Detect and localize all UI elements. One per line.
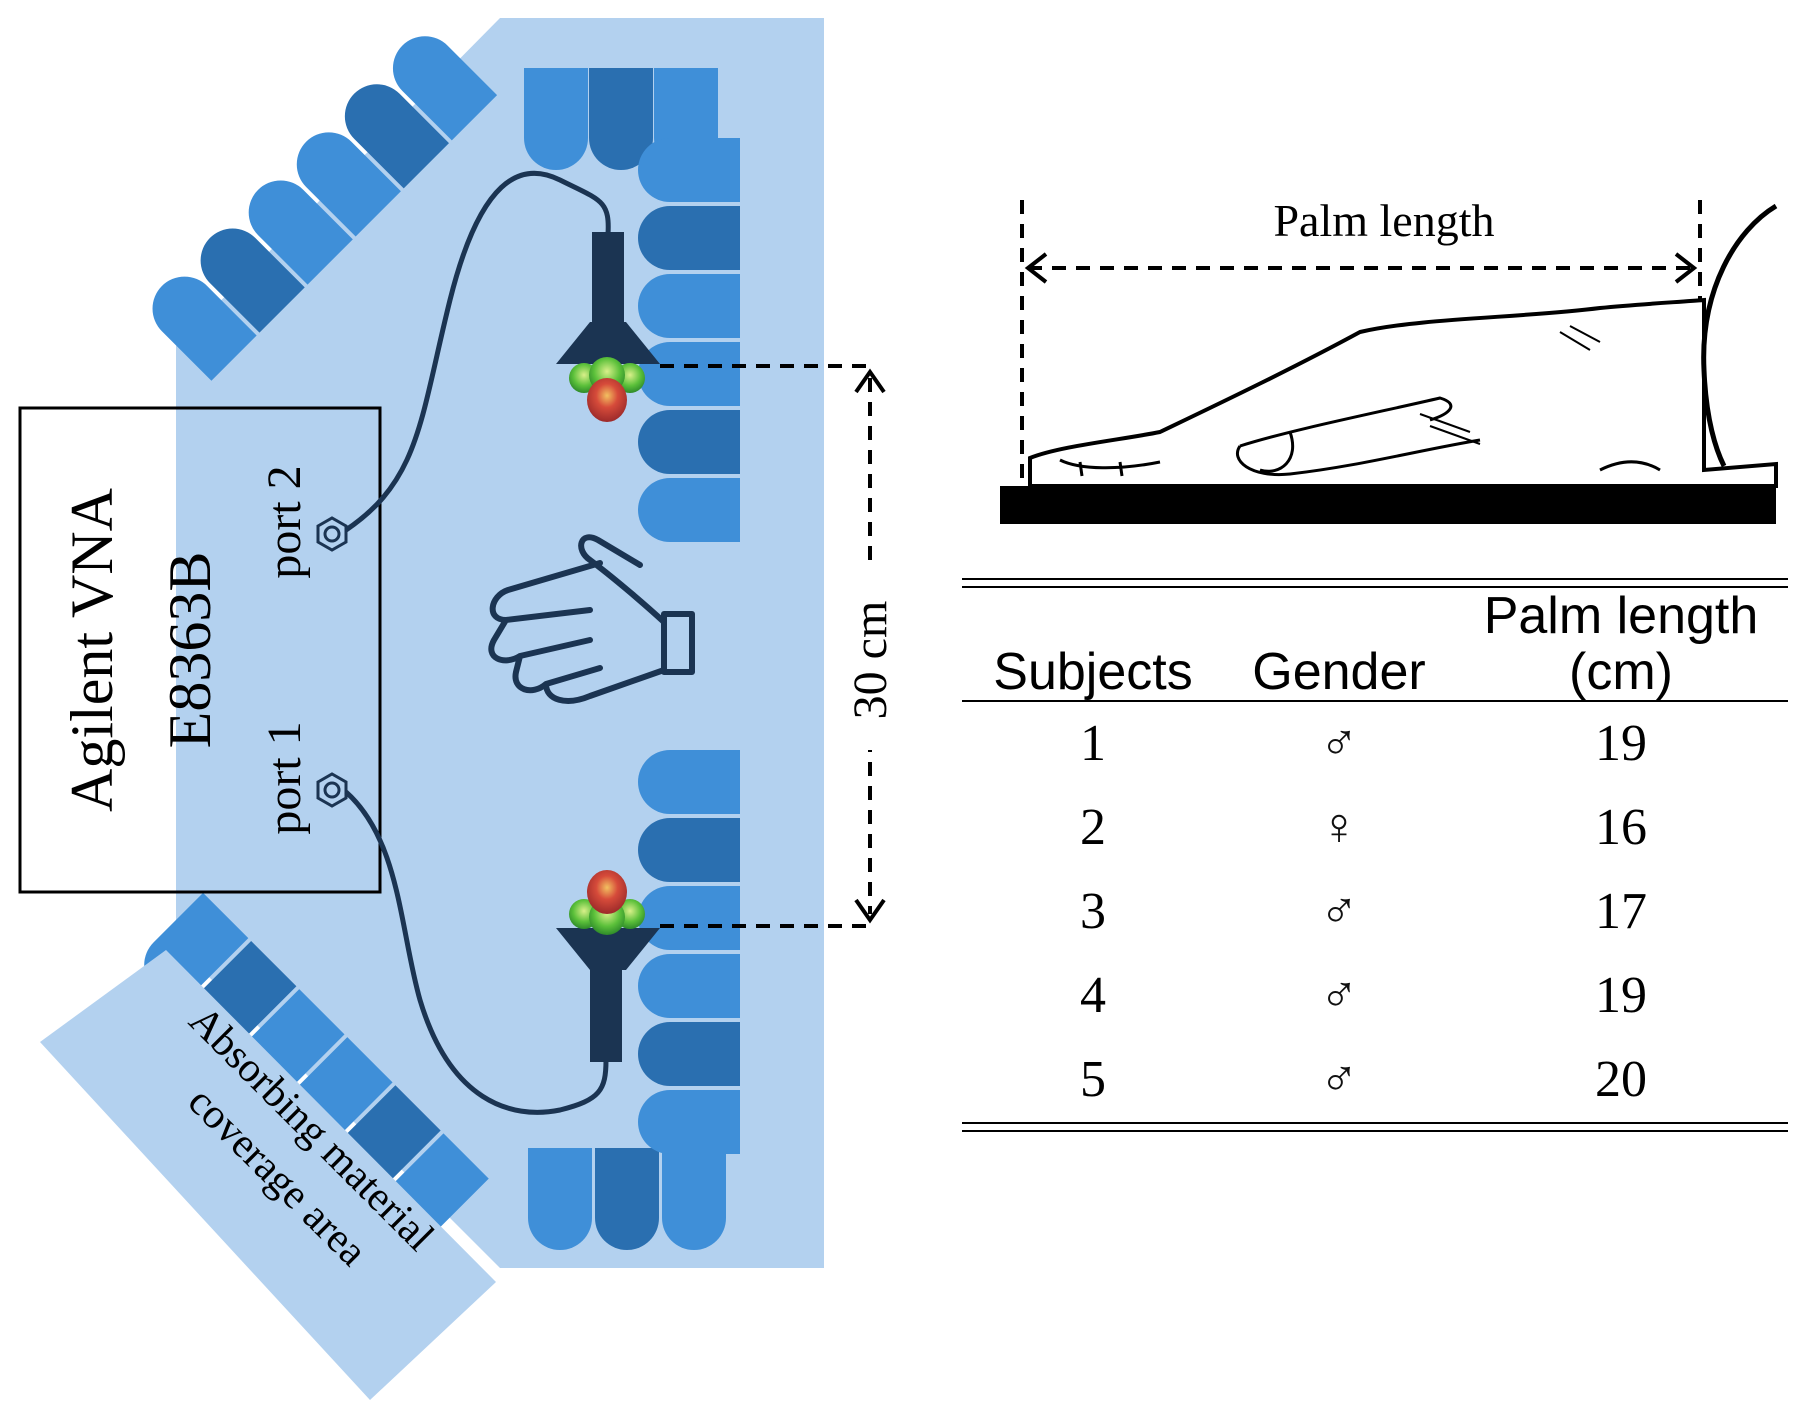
table-row: 3 ♂ 17 (962, 870, 1788, 954)
cell-gender: ♂ (1319, 715, 1359, 772)
table-bottom-rule (962, 1122, 1788, 1132)
cell-gender: ♂ (1319, 967, 1359, 1024)
cell-palm: 19 (1595, 967, 1647, 1024)
palm-length-label: Palm length (1273, 195, 1494, 246)
cell-palm: 17 (1595, 883, 1647, 940)
vna-label-line2: E8363B (157, 552, 223, 749)
port1-connector-icon (316, 772, 348, 808)
table-row: 5 ♂ 20 (962, 1038, 1788, 1122)
table-header-row: Subjects Gender Palm length (cm) (962, 587, 1788, 702)
cell-gender: ♂ (1319, 1051, 1359, 1108)
header-palm-line1: Palm length (1483, 587, 1759, 645)
cell-subject: 3 (1080, 883, 1106, 940)
absorber-legend (40, 950, 496, 1400)
cell-palm: 16 (1595, 799, 1647, 856)
absorber-bottom (528, 1148, 726, 1250)
table: Subjects Gender Palm length (cm) 1 ♂ 19 … (962, 588, 1788, 1122)
table-row: 4 ♂ 19 (962, 954, 1788, 1038)
vna-label-line1: Agilent VNA (59, 488, 125, 812)
palm-length-illustration (1000, 200, 1778, 524)
table-row: 1 ♂ 19 (962, 701, 1788, 786)
cell-gender: ♂ (1319, 883, 1359, 940)
table-top-rule (962, 578, 1788, 588)
table-row: 2 ♀ 16 (962, 786, 1788, 870)
port2-connector-icon (316, 516, 348, 552)
cell-gender: ♀ (1319, 799, 1359, 856)
header-subjects: Subjects (962, 588, 1224, 702)
distance-label: 30 cm (844, 601, 897, 720)
cell-subject: 5 (1080, 1051, 1106, 1108)
cell-subject: 2 (1080, 799, 1106, 856)
header-gender: Gender (1224, 588, 1454, 702)
hand-icon (488, 534, 695, 704)
radiation-pattern-bottom-icon (569, 870, 645, 935)
antenna-bottom-icon (556, 928, 660, 1062)
cable-port1 (344, 790, 609, 1115)
cell-subject: 4 (1080, 967, 1106, 1024)
port2-label: port 2 (258, 465, 311, 578)
port1-label: port 1 (258, 721, 311, 834)
subjects-table: Subjects Gender Palm length (cm) 1 ♂ 19 … (962, 578, 1788, 1132)
cell-subject: 1 (1080, 715, 1106, 772)
cable-port2 (344, 170, 611, 533)
header-palm-line2: (cm) (1569, 643, 1673, 701)
cell-palm: 20 (1595, 1051, 1647, 1108)
header-palm-length: Palm length (cm) (1454, 587, 1788, 702)
antenna-top-icon (556, 232, 660, 364)
cell-palm: 19 (1595, 715, 1647, 772)
radiation-pattern-top-icon (569, 357, 645, 422)
